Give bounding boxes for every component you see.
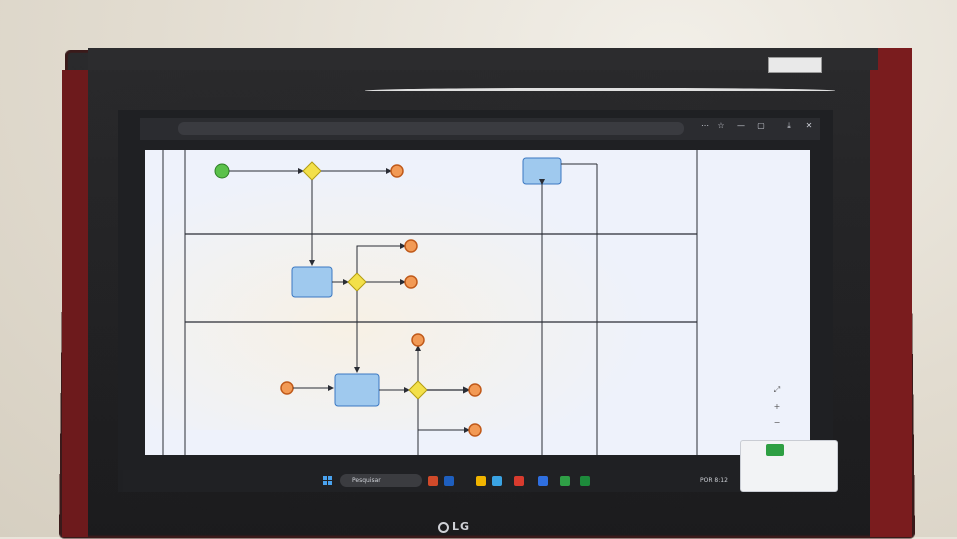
taskbar-app-8[interactable] [580, 476, 590, 486]
browser-address-bar[interactable] [178, 122, 684, 135]
flow-gateway3-down [417, 399, 470, 433]
zoom-in-button[interactable]: + [773, 402, 781, 411]
tv-brand-logo: LG [452, 520, 471, 533]
taskbar-app-1[interactable] [428, 476, 438, 486]
taskbar-app-3[interactable] [476, 476, 486, 486]
notification-text-1 [746, 460, 834, 468]
end-event-3-top [411, 333, 425, 347]
tv-sticker [768, 57, 822, 73]
gateway-2 [347, 272, 367, 292]
taskbar-app-2[interactable] [444, 476, 454, 486]
notification-toast[interactable] [740, 440, 838, 492]
taskbar-app-5[interactable] [514, 476, 524, 486]
browser-maximize-button[interactable]: ▢ [757, 121, 765, 130]
bpmn-diagram [162, 150, 698, 455]
tv-bezel-top [88, 48, 878, 70]
task-right [522, 157, 562, 185]
end-event-2b [404, 275, 418, 289]
flow-gateway2-up [356, 243, 406, 273]
taskbar-app-6[interactable] [538, 476, 548, 486]
cable [365, 88, 835, 95]
fit-view-button[interactable]: ⤢ [773, 385, 781, 394]
end-event-2a [404, 239, 418, 253]
start-event [214, 163, 230, 179]
taskbar-app-7[interactable] [560, 476, 570, 486]
start-event-lane3 [280, 381, 294, 395]
browser-minimize-button[interactable]: — [737, 121, 745, 130]
windows-start-icon[interactable] [323, 476, 332, 485]
tv-bezel-edge-left [62, 70, 88, 537]
browser-menu-button[interactable]: ⋯ [701, 121, 709, 130]
gateway-3 [408, 380, 428, 400]
end-event-3a [468, 383, 482, 397]
system-tray[interactable]: POR 8:12 [700, 477, 728, 484]
lg-logo-icon [438, 522, 449, 533]
task-lane3 [334, 373, 380, 407]
task-lane2 [291, 266, 333, 298]
browser-close-button[interactable]: ✕ [805, 121, 813, 130]
taskbar-search-input[interactable]: Pesquisar [340, 474, 422, 487]
browser-download-button[interactable]: ⤓ [787, 121, 791, 130]
tv-bezel-edge-right [870, 48, 912, 537]
taskbar-app-4[interactable] [492, 476, 502, 486]
zoom-out-button[interactable]: − [773, 418, 781, 427]
end-event-1 [390, 164, 404, 178]
gateway-1 [302, 161, 322, 181]
browser-favorite-button[interactable]: ☆ [717, 121, 725, 130]
notification-app-icon [766, 444, 784, 456]
screen-glare [150, 170, 650, 430]
notification-text-2 [746, 474, 834, 482]
end-event-3b [468, 423, 482, 437]
